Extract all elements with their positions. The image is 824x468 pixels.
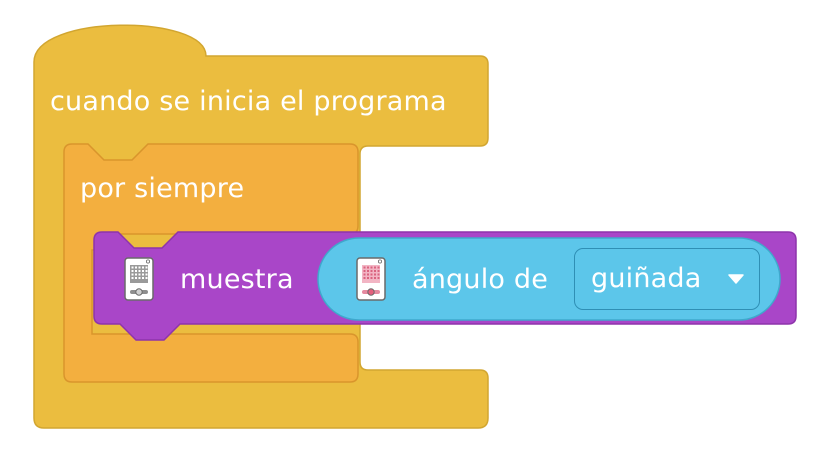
caret-down-icon (728, 274, 744, 284)
axis-dropdown-value: guiñada (591, 263, 702, 294)
hub-matrix-icon (124, 257, 154, 301)
axis-dropdown[interactable]: guiñada (574, 248, 760, 310)
angle-reporter-label: ángulo de (412, 264, 549, 295)
hub-matrix-icon (356, 257, 386, 301)
forever-block-label: por siempre (80, 173, 245, 204)
display-block-label: muestra (180, 264, 294, 295)
hat-block-label: cuando se inicia el programa (50, 86, 447, 117)
